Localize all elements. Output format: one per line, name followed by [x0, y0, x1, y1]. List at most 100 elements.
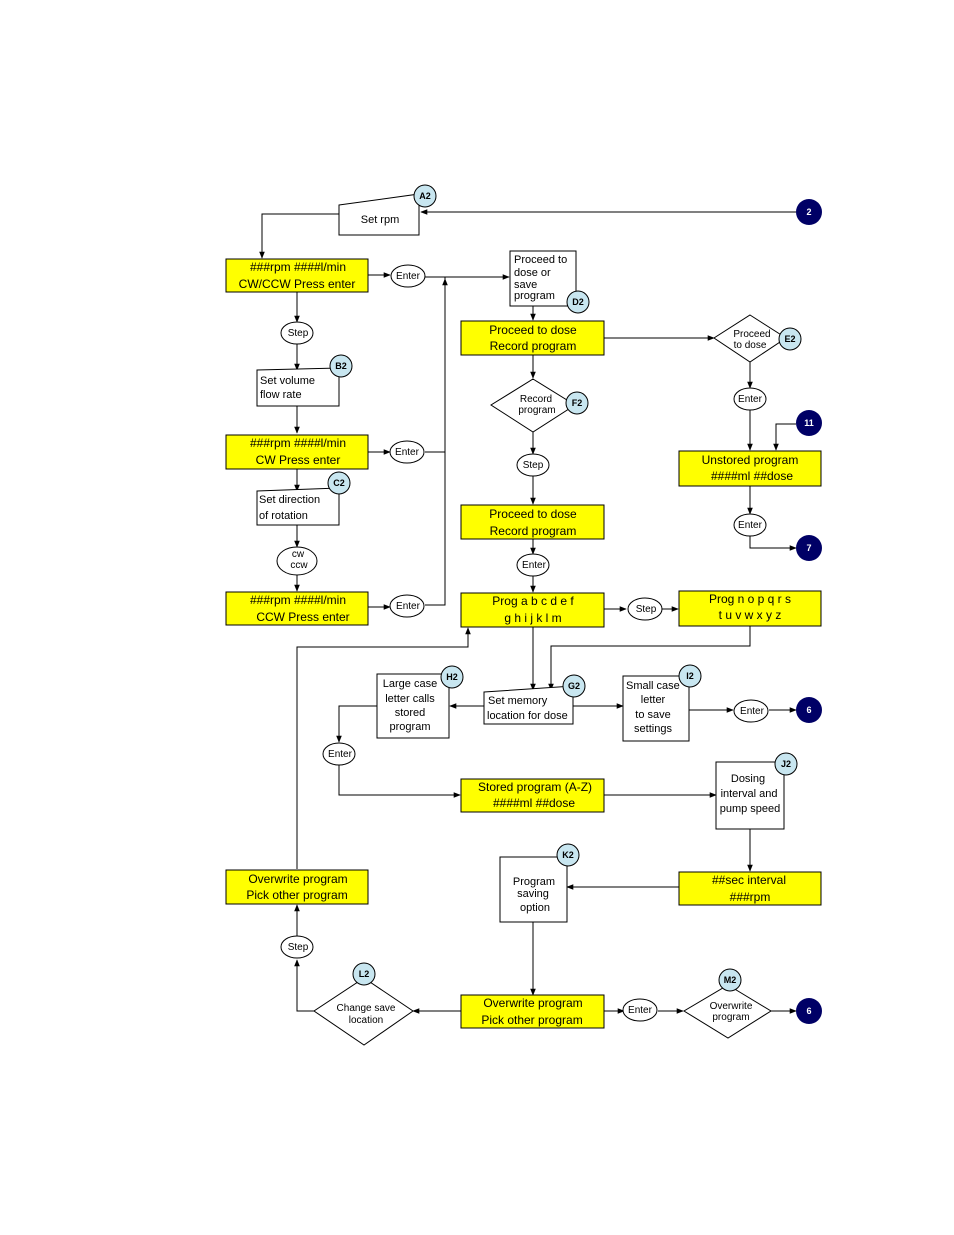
enter-oval-4: Enter: [516, 553, 550, 577]
svg-text:Step: Step: [523, 460, 544, 471]
enter-oval-5: Enter: [733, 387, 767, 411]
unstored-program-box: Unstored program ####ml ##dose: [678, 450, 822, 487]
svg-text:CW Press enter: CW Press enter: [256, 453, 341, 467]
svg-text:saving: saving: [517, 888, 549, 900]
svg-text:Set volume: Set volume: [260, 375, 315, 387]
badge-m2: M2: [718, 968, 742, 992]
small-case-box: Small case letter to save settings: [622, 675, 690, 742]
svg-text:letter: letter: [641, 694, 666, 706]
overwrite-bottom-box: Overwrite program Pick other program: [460, 994, 605, 1029]
svg-text:2: 2: [806, 207, 811, 217]
svg-text:Enter: Enter: [395, 447, 420, 458]
svg-text:location for dose: location for dose: [487, 710, 568, 722]
svg-text:###rpm ####l/min: ###rpm ####l/min: [250, 436, 346, 450]
svg-text:Proceed: Proceed: [733, 329, 770, 340]
svg-text:Proceed to dose: Proceed to dose: [489, 323, 577, 337]
badge-2: 2: [796, 199, 822, 225]
svg-text:Small case: Small case: [626, 680, 680, 692]
badge-g2: G2: [562, 674, 586, 698]
enter-oval-6: Enter: [733, 513, 767, 537]
prog-af-box: Prog a b c d e f g h i j k l m: [460, 592, 605, 628]
svg-text:Overwrite program: Overwrite program: [483, 996, 582, 1010]
connectors: [259, 209, 797, 1014]
svg-text:CW/CCW Press enter: CW/CCW Press enter: [239, 277, 356, 291]
set-direction-box: Set direction of rotation: [256, 487, 340, 526]
svg-text:Set memory: Set memory: [488, 695, 548, 707]
svg-text:K2: K2: [562, 850, 574, 860]
large-case-box: Large case letter calls stored program: [376, 673, 450, 739]
svg-text:Step: Step: [288, 328, 309, 339]
svg-text:####ml ##dose: ####ml ##dose: [493, 796, 575, 810]
step-oval-1: Step: [280, 321, 314, 345]
svg-text:Proceed to dose: Proceed to dose: [489, 507, 577, 521]
svg-text:location: location: [349, 1015, 383, 1026]
badge-j2: J2: [774, 752, 798, 776]
set-memory-box: Set memory location for dose: [483, 685, 574, 725]
svg-text:Set direction: Set direction: [259, 494, 320, 506]
svg-text:Pick other program: Pick other program: [246, 888, 347, 902]
svg-text:6: 6: [806, 1006, 811, 1016]
rpm-ccw-box: ###rpm ####l/min CCW Press enter: [225, 591, 369, 626]
svg-text:program: program: [514, 290, 555, 302]
svg-text:ccw: ccw: [290, 560, 308, 571]
badge-c2: C2: [327, 471, 351, 495]
set-rpm-label: Set rpm: [361, 214, 400, 226]
svg-text:Unstored program: Unstored program: [702, 453, 799, 467]
badge-6a: 6: [796, 697, 822, 723]
svg-text:E2: E2: [784, 334, 795, 344]
svg-text:t u v w x y z: t u v w x y z: [719, 608, 782, 622]
svg-text:program: program: [712, 1012, 749, 1023]
badge-e2: E2: [778, 327, 802, 351]
enter-oval-9: Enter: [622, 998, 658, 1022]
svg-text:settings: settings: [634, 723, 672, 735]
proceed-record-box-1: Proceed to dose Record program: [460, 320, 605, 356]
svg-text:Large case: Large case: [383, 678, 437, 690]
svg-text:Enter: Enter: [396, 601, 421, 612]
change-save-diamond: Change save location: [313, 977, 414, 1046]
svg-text:save: save: [514, 279, 537, 291]
svg-text:Enter: Enter: [740, 706, 765, 717]
svg-text:cw: cw: [292, 549, 305, 560]
overwrite-diamond: Overwrite program: [683, 984, 772, 1039]
svg-text:option: option: [520, 902, 550, 914]
svg-text:C2: C2: [333, 478, 345, 488]
svg-text:Program: Program: [513, 876, 555, 888]
svg-text:D2: D2: [572, 297, 584, 307]
set-rpm-box: Set rpm: [338, 193, 420, 236]
svg-text:7: 7: [806, 543, 811, 553]
dosing-box: Dosing interval and pump speed: [715, 761, 785, 830]
svg-text:Overwrite program: Overwrite program: [248, 872, 347, 886]
svg-text:A2: A2: [419, 191, 431, 201]
svg-text:Enter: Enter: [738, 520, 763, 531]
svg-text:Stored program (A-Z): Stored program (A-Z): [478, 780, 592, 794]
enter-oval-8: Enter: [322, 742, 356, 766]
badge-11: 11: [796, 410, 822, 436]
svg-text:Prog a b c d e f: Prog a b c d e f: [492, 594, 574, 608]
svg-text:H2: H2: [446, 672, 458, 682]
interval-box: ##sec interval ###rpm: [678, 871, 822, 906]
proceed-to-box: Proceed to dose or save program: [509, 250, 577, 307]
svg-text:interval and: interval and: [721, 788, 778, 800]
svg-text:stored: stored: [395, 707, 426, 719]
saving-option-box: Program saving option: [499, 856, 568, 923]
svg-text:11: 11: [804, 418, 814, 428]
svg-text:Record: Record: [520, 394, 552, 405]
badge-h2: H2: [440, 665, 464, 689]
svg-text:g h i j k l m: g h i j k l m: [504, 611, 561, 625]
svg-text:Step: Step: [288, 942, 309, 953]
rpm-cwccw-box: ###rpm ####l/min CW/CCW Press enter: [225, 258, 369, 293]
svg-text:Step: Step: [636, 604, 657, 615]
badge-l2: L2: [352, 962, 376, 986]
badge-i2: I2: [678, 664, 702, 688]
svg-text:####ml ##dose: ####ml ##dose: [711, 469, 793, 483]
svg-text:letter calls: letter calls: [385, 693, 435, 705]
svg-text:flow rate: flow rate: [260, 389, 302, 401]
svg-text:Overwrite: Overwrite: [710, 1001, 753, 1012]
badge-f2: F2: [565, 391, 589, 415]
svg-text:program: program: [390, 721, 431, 733]
set-volume-box: Set volume flow rate: [256, 367, 340, 407]
svg-text:Dosing: Dosing: [731, 773, 765, 785]
svg-text:to save: to save: [635, 709, 670, 721]
svg-text:G2: G2: [568, 681, 580, 691]
